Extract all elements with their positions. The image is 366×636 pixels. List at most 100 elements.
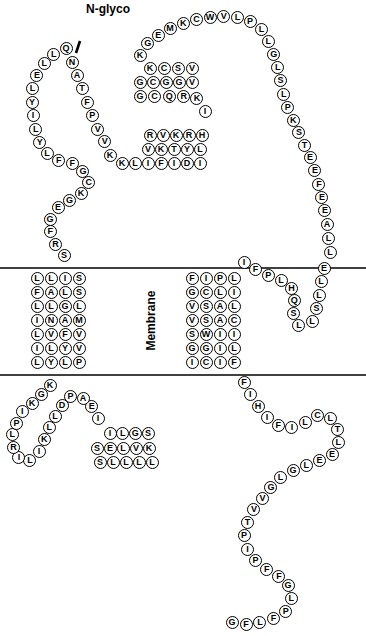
residue-circle: I	[194, 157, 207, 170]
residue-circle: I	[186, 356, 199, 369]
residue-circle: C	[190, 13, 203, 26]
residue-letter: E	[316, 456, 322, 465]
residue-letter: P	[247, 17, 253, 26]
residue-letter: L	[296, 321, 302, 330]
residue-letter: E	[155, 31, 161, 40]
residue-circle: R	[49, 238, 62, 251]
residue-letter: G	[285, 581, 292, 590]
residue-letter: E	[322, 206, 328, 215]
residue-letter: K	[47, 381, 54, 390]
residue-circle: I	[92, 412, 105, 425]
residue-circle: T	[331, 423, 344, 436]
residue-letter: N	[69, 58, 76, 67]
residue-circle: C	[158, 62, 171, 75]
residue-letter: Q	[166, 92, 173, 101]
residue-circle: G	[186, 342, 199, 355]
residue-letter: I	[233, 288, 236, 297]
residue-circle: I	[214, 342, 227, 355]
residue-letter: V	[76, 330, 82, 339]
residue-letter: F	[69, 159, 75, 168]
residue-circle: L	[129, 157, 142, 170]
residue-circle: F	[249, 263, 262, 276]
residue-letter: L	[278, 276, 284, 285]
residue-letter: I	[233, 330, 236, 339]
residue-circle: P	[262, 269, 275, 282]
residue-letter: L	[231, 302, 237, 311]
residue-letter: F	[243, 620, 249, 629]
residue-circle: E	[318, 262, 331, 275]
residue-circle: T	[168, 143, 181, 156]
residue-letter: I	[249, 390, 252, 399]
residue-circle: L	[277, 88, 290, 101]
residue-circle: F	[228, 356, 241, 369]
residue-circle: S	[73, 286, 86, 299]
residue-letter: C	[203, 358, 210, 367]
residue-letter: L	[304, 461, 310, 470]
residue-circle: V	[256, 492, 269, 505]
residue-circle: L	[299, 416, 312, 429]
residue-circle: T	[298, 139, 311, 152]
residue-letter: S	[76, 288, 82, 297]
residue-circle: I	[244, 388, 257, 401]
residue-letter: G	[188, 344, 195, 353]
residue-circle: I	[214, 356, 227, 369]
residue-letter: I	[32, 111, 35, 120]
residue-letter: F	[47, 227, 53, 236]
residue-letter: S	[189, 330, 195, 339]
residue-letter: M	[166, 24, 174, 33]
residue-letter: K	[119, 159, 126, 168]
residue-letter: I	[204, 107, 207, 116]
residue-letter: L	[132, 159, 138, 168]
residue-circle: F	[272, 419, 285, 432]
residue-circle: I	[200, 272, 213, 285]
residue-circle: P	[214, 272, 227, 285]
residue-letter: G	[79, 167, 86, 176]
residue-letter: M	[75, 316, 83, 325]
residue-circle: R	[183, 129, 196, 142]
residue-circle: G	[134, 76, 147, 89]
residue-circle: L	[315, 275, 328, 288]
residue-letter: R	[186, 131, 193, 140]
residue-letter: L	[266, 37, 272, 46]
residue-circle: G	[186, 286, 199, 299]
residue-circle: E	[304, 151, 317, 164]
residue-circle: V	[247, 503, 260, 516]
residue-circle: L	[228, 342, 241, 355]
residue-circle: E	[104, 442, 117, 455]
residue-letter: I	[243, 258, 246, 267]
residue-letter: G	[202, 344, 209, 353]
residue-letter: G	[290, 466, 297, 475]
residue-letter: I	[219, 344, 222, 353]
residue-circle: K	[38, 433, 51, 446]
residue-letter: R	[147, 131, 154, 140]
residue-letter: L	[44, 149, 50, 158]
residue-letter: I	[21, 407, 24, 416]
residue-circle: A	[45, 286, 58, 299]
residue-circle: N	[66, 56, 79, 69]
residue-circle: V	[186, 314, 199, 327]
residue-circle: G	[264, 481, 277, 494]
residue-circle: V	[98, 135, 111, 148]
residue-circle: F	[240, 618, 253, 631]
residue-circle: K	[44, 379, 57, 392]
residue-circle: G	[267, 48, 280, 61]
residue-letter: I	[147, 159, 150, 168]
residue-letter: G	[38, 390, 45, 399]
residue-circle: Q	[163, 90, 176, 103]
residue-circle: K	[104, 149, 117, 162]
residue-letter: C	[151, 92, 158, 101]
residue-letter: L	[149, 458, 155, 467]
residue-letter: W	[202, 330, 211, 339]
residue-letter: C	[203, 288, 210, 297]
membrane-boundary	[0, 267, 366, 269]
residue-letter: S	[145, 429, 151, 438]
residue-letter: F	[271, 614, 277, 623]
residue-circle: L	[275, 274, 288, 287]
residue-letter: Y	[29, 98, 35, 107]
residue-circle: L	[120, 456, 133, 469]
residue-letter: G	[136, 92, 143, 101]
residue-letter: G	[144, 39, 151, 48]
residue-letter: R	[10, 443, 17, 452]
residue-letter: F	[34, 288, 40, 297]
residue-letter: G	[267, 483, 274, 492]
